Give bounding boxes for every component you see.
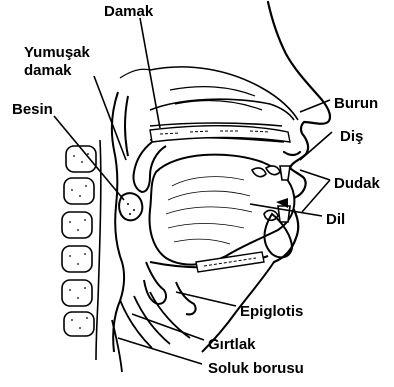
epiglottis-shape (144, 262, 196, 314)
label-dil: Dil (326, 211, 345, 228)
label-burun: Burun (334, 95, 378, 112)
label-girtlak: Gırtlak (208, 336, 256, 353)
nasal-turbinates (120, 69, 262, 110)
label-soluk-borusu: Soluk borusu (208, 360, 304, 377)
vertebrae (62, 146, 96, 336)
label-damak: Damak (104, 3, 154, 20)
spinal-column-front (96, 140, 101, 360)
hard-palate (150, 126, 290, 142)
larynx-trachea (112, 292, 190, 372)
label-dis: Diş (340, 128, 363, 145)
label-besin: Besin (12, 101, 53, 118)
label-yumusak-damak-2: damak (24, 62, 72, 79)
label-dudak: Dudak (334, 175, 381, 192)
label-yumusak-damak-1: Yumuşak (24, 44, 91, 61)
label-epiglotis: Epiglotis (240, 303, 303, 320)
